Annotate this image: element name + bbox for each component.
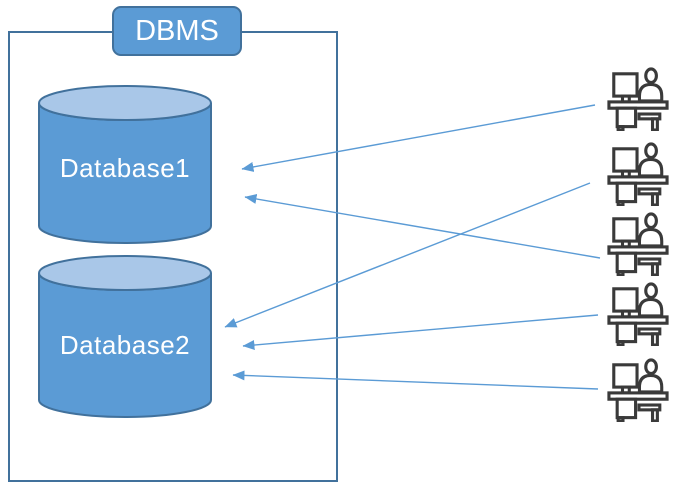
connection-arrows: [224, 104, 601, 390]
database2-cylinder: [38, 255, 212, 418]
database2-label: Database2: [59, 330, 191, 360]
dbms-title-box: DBMS: [112, 6, 242, 56]
arrow-user5-to-database2: [232, 370, 599, 390]
user3-workstation-icon: [607, 212, 669, 276]
user4-workstation-icon: [607, 282, 669, 346]
database1-cylinder: [38, 85, 212, 244]
arrow-user2-to-database2: [224, 182, 591, 328]
arrow-user1-to-database1: [241, 104, 596, 172]
arrow-user4-to-database2: [242, 314, 599, 350]
dbms-title: DBMS: [135, 14, 219, 47]
database2-cylinder-top: [38, 255, 212, 291]
database1-cylinder-top: [38, 85, 212, 121]
user1-workstation-icon: [607, 67, 669, 131]
user5-workstation-icon: [607, 358, 669, 422]
database1-label: Database1: [59, 153, 191, 183]
arrow-user3-to-database1: [244, 194, 601, 259]
user2-workstation-icon: [607, 142, 669, 206]
